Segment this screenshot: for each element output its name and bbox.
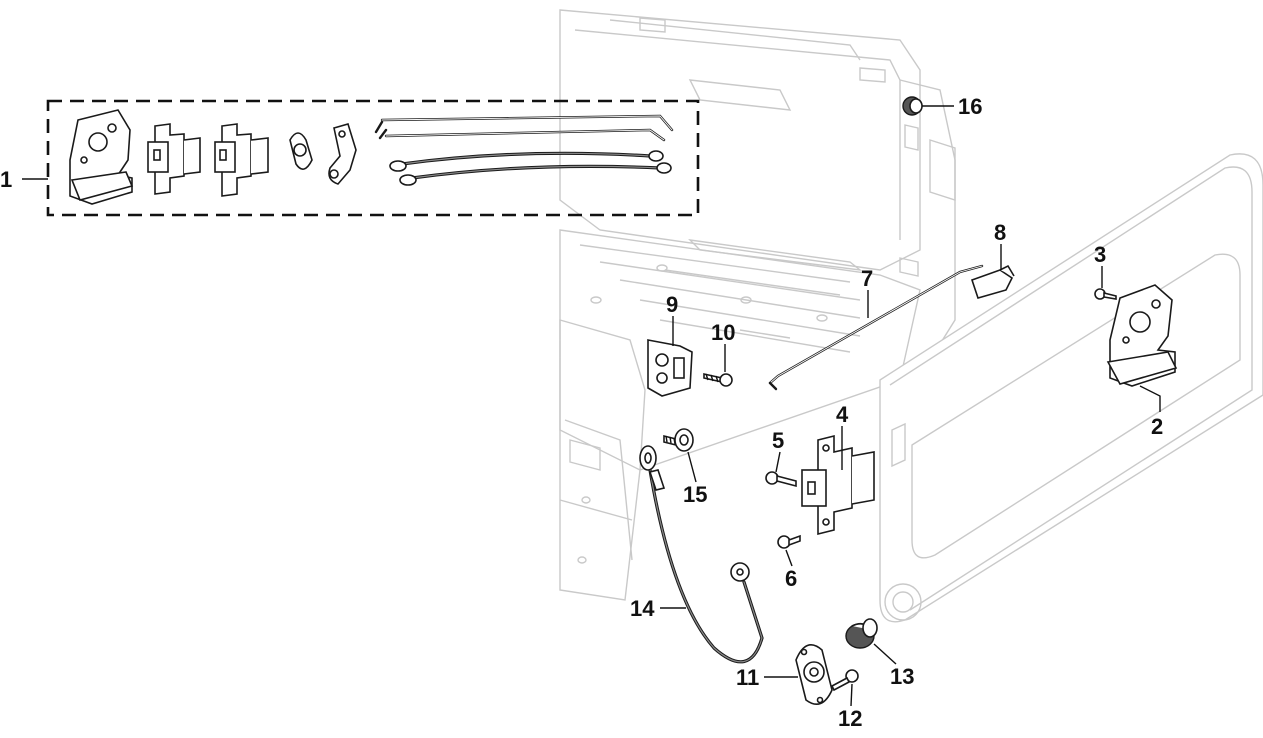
callout-2: 2: [1151, 414, 1163, 439]
service-kit-group: [46, 99, 700, 217]
kit-latch-a: [147, 123, 201, 195]
part-9-bracket: [647, 339, 693, 397]
part-11-striker: [795, 644, 833, 706]
part-8-clip: [970, 264, 1015, 299]
part-5-bolt: [765, 471, 797, 488]
part-12-bolt: [830, 669, 859, 692]
callout-6: 6: [785, 566, 797, 591]
leader-lines: [22, 105, 1161, 707]
part-10-screw: [703, 373, 733, 387]
callout-labels: 1 2 3 4 5 6 7 8 9 10 11 12 13 14 15 16: [0, 94, 1163, 731]
callout-4: 4: [836, 402, 849, 427]
part-3-bolt: [1094, 288, 1117, 300]
kit-dashed-box: [46, 99, 700, 217]
callout-3: 3: [1094, 242, 1106, 267]
leader-5: [775, 451, 781, 473]
kit-cables: [389, 150, 672, 186]
part-7-rod: [768, 264, 984, 391]
kit-rods: [374, 114, 674, 142]
leader-6: [785, 549, 793, 567]
callout-14: 14: [630, 596, 655, 621]
kit-bracket: [328, 123, 357, 185]
truck-bed-ghost: [559, 9, 956, 601]
part-13-knob: [845, 618, 878, 649]
callout-15: 15: [683, 482, 707, 507]
leader-15: [687, 451, 697, 483]
part-4-latch: [801, 434, 875, 536]
callout-9: 9: [666, 292, 678, 317]
callout-16: 16: [958, 94, 982, 119]
callout-7: 7: [861, 266, 873, 291]
part-2-latch-handle: [1106, 284, 1178, 387]
kit-striker-plate: [289, 132, 313, 170]
leader-2: [1139, 385, 1161, 412]
callout-13: 13: [890, 664, 914, 689]
callout-11: 11: [736, 665, 759, 690]
leader-12: [850, 683, 853, 707]
part-15-fastener: [663, 428, 694, 452]
kit-latch-b: [214, 123, 269, 197]
leader-13: [873, 643, 897, 665]
callout-12: 12: [838, 706, 862, 731]
part-14-support-cable: [639, 445, 764, 664]
callout-8: 8: [994, 220, 1006, 245]
callout-10: 10: [711, 320, 735, 345]
kit-latch-handle: [69, 109, 134, 205]
part-6-bolt: [777, 534, 801, 549]
tailgate-ghost: [879, 153, 1263, 623]
callout-5: 5: [772, 428, 784, 453]
callout-1: 1: [0, 167, 12, 192]
part-16-bumper: [902, 96, 923, 116]
